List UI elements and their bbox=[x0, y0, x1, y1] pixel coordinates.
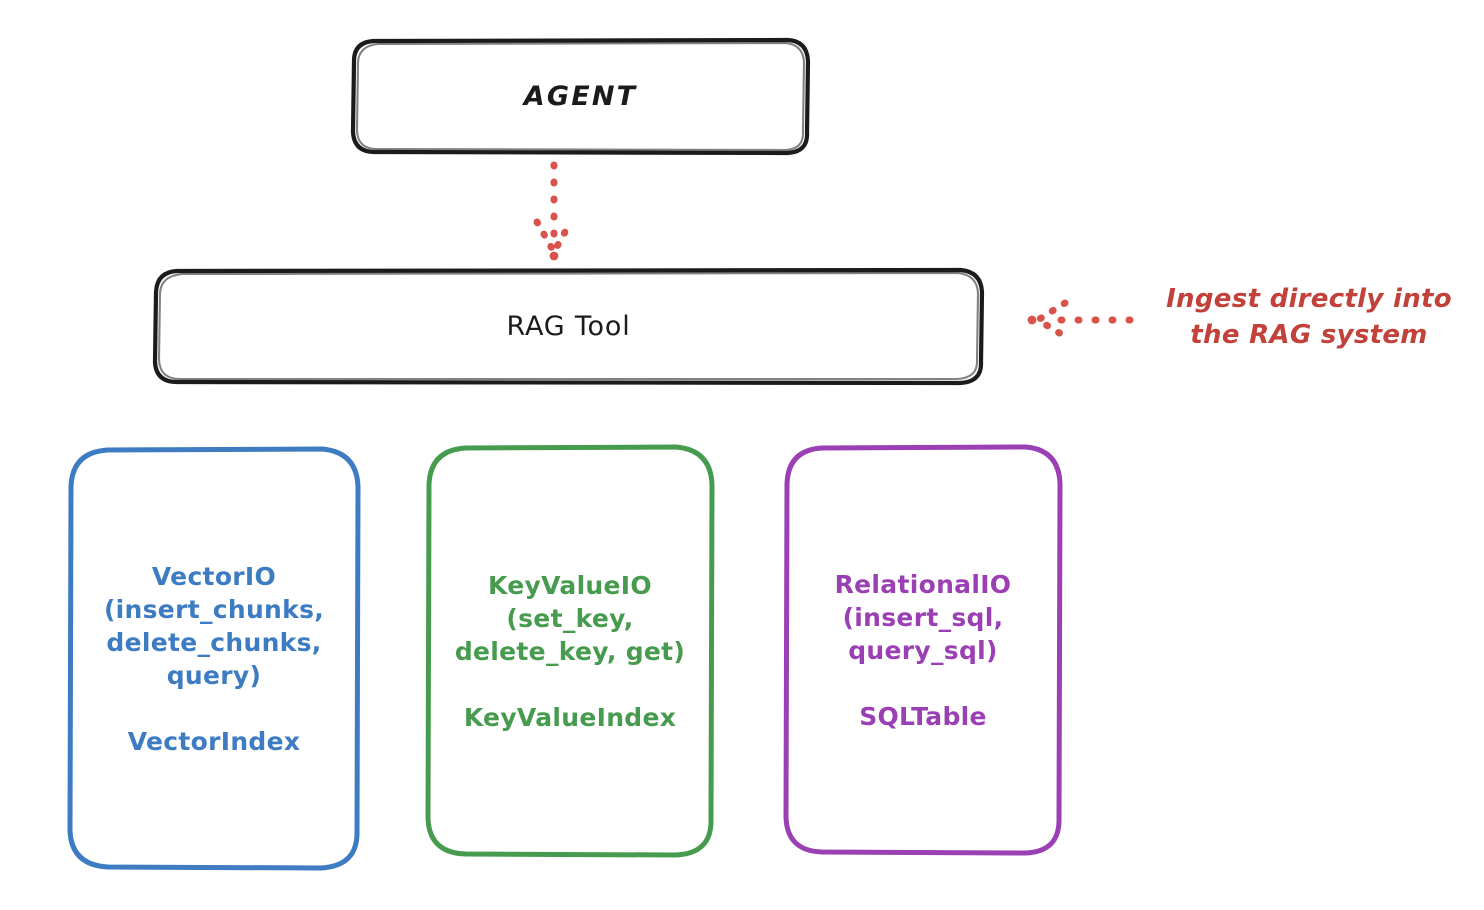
key-value-io-node[interactable]: KeyValueIO (set_key, delete_key, get) Ke… bbox=[428, 447, 712, 855]
agent-node[interactable]: AGENT bbox=[353, 40, 808, 153]
relational-io-node[interactable]: RelationalIO (insert_sql, query_sql) SQL… bbox=[786, 447, 1060, 853]
vector-io-label: VectorIO (insert_chunks, delete_chunks, … bbox=[103, 561, 325, 756]
ingest-annotation-label: Ingest directly into the RAG system bbox=[1166, 284, 1452, 351]
ingest-to-ragtool-arrow bbox=[1027, 299, 1134, 341]
agent-label: AGENT bbox=[523, 80, 638, 112]
vector-io-node[interactable]: VectorIO (insert_chunks, delete_chunks, … bbox=[70, 449, 358, 868]
rag-tool-label: RAG Tool bbox=[506, 310, 631, 342]
agent-to-ragtool-arrow bbox=[533, 161, 575, 261]
relational-io-label: RelationalIO (insert_sql, query_sql) SQL… bbox=[834, 569, 1012, 731]
key-value-io-label: KeyValueIO (set_key, delete_key, get) Ke… bbox=[454, 570, 686, 732]
rag-tool-node[interactable]: RAG Tool bbox=[155, 270, 982, 383]
